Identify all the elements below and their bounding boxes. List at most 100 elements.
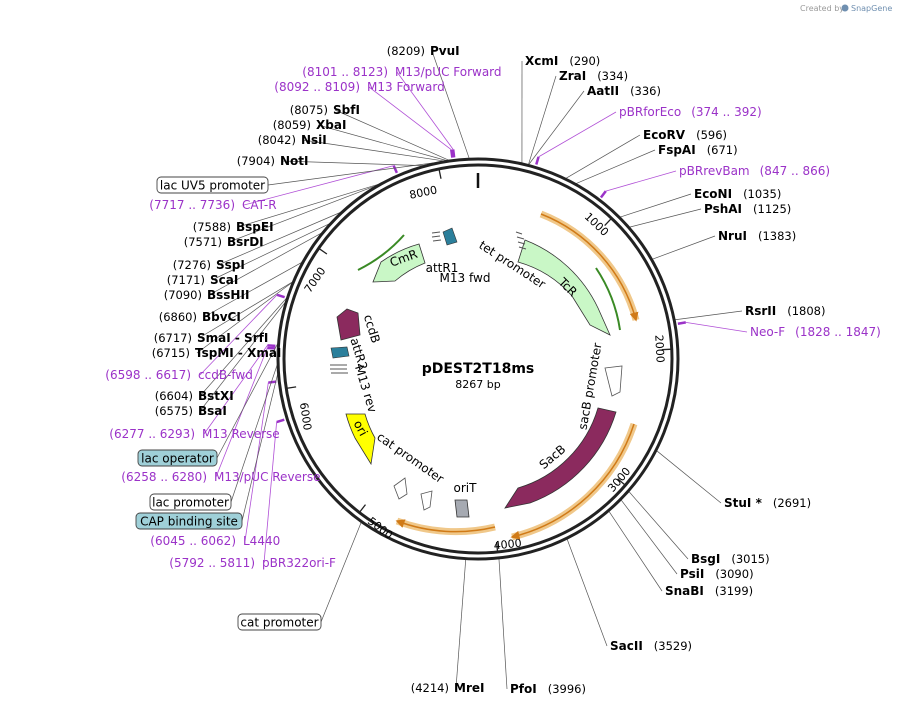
feature-tcr[interactable] (517, 239, 611, 336)
tcr-inner-orf-arc (595, 267, 621, 331)
primer-cat-r[interactable]: CAT-R(7717 .. 7736) (149, 198, 276, 212)
feature-cat-promoter-1[interactable] (393, 477, 408, 500)
primer-range: (6045 .. 6062) (150, 534, 236, 548)
enzyme-rsrii[interactable]: RsrII(1808) (745, 304, 825, 318)
enzyme-bsshii[interactable]: BssHII(7090) (164, 288, 250, 302)
primer-pbrrevbam[interactable]: pBRrevBam(847 .. 866) (679, 164, 830, 178)
tet-promoter-marks (515, 231, 527, 250)
primer-pbrforeco[interactable]: pBRforEco(374 .. 392) (619, 105, 762, 119)
cmr-inner-orf-arc (357, 234, 405, 271)
enzyme-leader-ecorv (565, 134, 641, 179)
enzyme-snabi[interactable]: SnaBI(3199) (665, 584, 753, 598)
enzyme-sspi[interactable]: SspI(7276) (173, 258, 245, 272)
primer-range: (374 .. 392) (691, 105, 761, 119)
enzyme-leader-nsii (302, 139, 444, 162)
feature-box-cap-binding-site[interactable]: CAP binding site (135, 512, 243, 530)
boxed-features: lac UV5 promoter lac operator lac promoter… (135, 176, 322, 631)
enzyme-name: BbvCI (202, 310, 241, 324)
enzyme-psii[interactable]: PsiI(3090) (680, 567, 754, 581)
feature-box-label: cat promoter (240, 616, 318, 630)
enzyme-scai[interactable]: ScaI(7171) (167, 273, 239, 287)
tick-mark (358, 504, 366, 513)
primer-range: (5792 .. 5811) (169, 556, 255, 570)
enzyme-econi[interactable]: EcoNI(1035) (694, 187, 781, 201)
feature-attr2[interactable] (330, 346, 350, 359)
enzyme-tspmi-xmai[interactable]: TspMI - XmaI (6715) (152, 346, 282, 360)
feature-box-lac-uv5-promoter[interactable]: lac UV5 promoter (156, 176, 269, 194)
enzyme-xcmi[interactable]: XcmI(290) (525, 54, 600, 68)
tick-label-2000: 2000 (652, 335, 666, 364)
feature-attr1[interactable] (442, 227, 458, 246)
primer-site-m13-forward (450, 149, 454, 158)
feature-box-lac-operator[interactable]: lac operator (137, 449, 218, 467)
enzyme-bbvci[interactable]: BbvCI(6860) (159, 310, 241, 324)
enzyme-sbfi[interactable]: SbfI(8075) (290, 103, 360, 117)
feature-sacb[interactable] (504, 407, 617, 509)
enzyme-sacii[interactable]: SacII(3529) (610, 639, 692, 653)
enzyme-ecorv[interactable]: EcoRV(596) (643, 128, 727, 142)
backbone-outer-ring (276, 157, 680, 561)
enzyme-position: (6715) (152, 346, 190, 360)
enzyme-nsii[interactable]: NsiI(8042) (258, 133, 327, 147)
primer-l4440[interactable]: L4440(6045 .. 6062) (150, 534, 280, 548)
enzyme-nrui[interactable]: NruI(1383) (718, 229, 796, 243)
enzyme-smai-srfi[interactable]: SmaI - SrfI(6717) (154, 331, 269, 345)
enzyme-fspai[interactable]: FspAI(671) (658, 143, 738, 157)
orf-arc-cmr (395, 519, 496, 533)
tick-mark (286, 386, 297, 389)
enzyme-position: (2691) (773, 496, 811, 510)
enzyme-noti[interactable]: NotI(7904) (237, 154, 309, 168)
box-leader-lac-operator (216, 343, 278, 459)
enzyme-bsrdi[interactable]: BsrDI(7571) (184, 235, 264, 249)
feature-ori[interactable] (345, 413, 376, 466)
primer-neo-f[interactable]: Neo-F(1828 .. 1847) (750, 325, 881, 339)
feature-sacb-promoter[interactable] (604, 365, 623, 397)
enzyme-pvui[interactable]: PvuI(8209) (387, 44, 460, 58)
primer-leader-pbr322ori-f (263, 422, 278, 564)
enzyme-bsai[interactable]: BsaI(6575) (155, 404, 227, 418)
feature-box-frame (149, 493, 232, 511)
enzyme-zrai[interactable]: ZraI(334) (559, 69, 628, 83)
enzyme-name: BssHII (207, 288, 249, 302)
feature-box-label: lac operator (141, 452, 214, 466)
tick-mark (661, 348, 672, 351)
enzyme-leader-bspei (237, 183, 379, 228)
enzyme-position: (8075) (290, 103, 328, 117)
enzyme-bspei[interactable]: BspEI(7588) (193, 220, 274, 234)
primer-m13-forward[interactable]: M13 Forward(8092 .. 8109) (274, 80, 444, 94)
primer-range: (8092 .. 8109) (274, 80, 360, 94)
m13-rev-marks (330, 364, 348, 374)
primer-m13-puc-forward[interactable]: M13/pUC Forward(8101 .. 8123) (302, 65, 501, 79)
snapgene-logo-icon (841, 4, 849, 12)
enzyme-bsgi[interactable]: BsgI(3015) (691, 552, 770, 566)
enzyme-stui[interactable]: StuI *(2691) (724, 496, 811, 510)
primer-m13-reverse[interactable]: M13 Reverse(6277 .. 6293) (109, 427, 279, 441)
enzyme-name: SmaI - SrfI (197, 331, 268, 345)
feature-cmr[interactable] (372, 243, 426, 283)
feature-box-lac-promoter[interactable]: lac promoter (149, 493, 232, 511)
primer-m13-puc-reverse[interactable]: M13/pUC Reverse(6258 .. 6280) (121, 470, 320, 484)
enzyme-pfoi[interactable]: PfoI(3996) (510, 682, 586, 696)
primer-ccdb-fwd[interactable]: ccdB-fwd(6598 .. 6617) (105, 368, 253, 382)
plasmid-title: pDEST2T18ms 8267 bp (422, 361, 535, 391)
enzyme-xbai[interactable]: XbaI(8059) (273, 118, 347, 132)
box-leader-lac-promoter (230, 365, 278, 503)
enzyme-mrei[interactable]: MreI(4214) (411, 681, 485, 695)
enzyme-pshai[interactable]: PshAI(1125) (704, 202, 791, 216)
primer-pbr322ori-f[interactable]: pBR322ori-F(5792 .. 5811) (169, 556, 336, 570)
enzyme-position: (7904) (237, 154, 275, 168)
feature-box-cat-promoter[interactable]: cat promoter (237, 613, 322, 631)
feature-orit[interactable] (454, 499, 470, 518)
enzyme-name: TspMI - XmaI (195, 346, 281, 360)
enzyme-leader-bstxi (199, 298, 287, 397)
enzyme-bstxi[interactable]: BstXI(6604) (155, 389, 234, 403)
credit-prefix: Created by (800, 4, 844, 13)
primer-site-neo-f (677, 321, 687, 325)
feature-ccdb[interactable] (336, 308, 361, 341)
enzyme-name: ZraI (559, 69, 586, 83)
enzyme-aatii[interactable]: AatII(336) (587, 84, 661, 98)
enzyme-leader-noti (281, 160, 424, 166)
orf-arc-tcr (540, 213, 639, 322)
feature-cat-promoter-2[interactable] (420, 490, 433, 511)
